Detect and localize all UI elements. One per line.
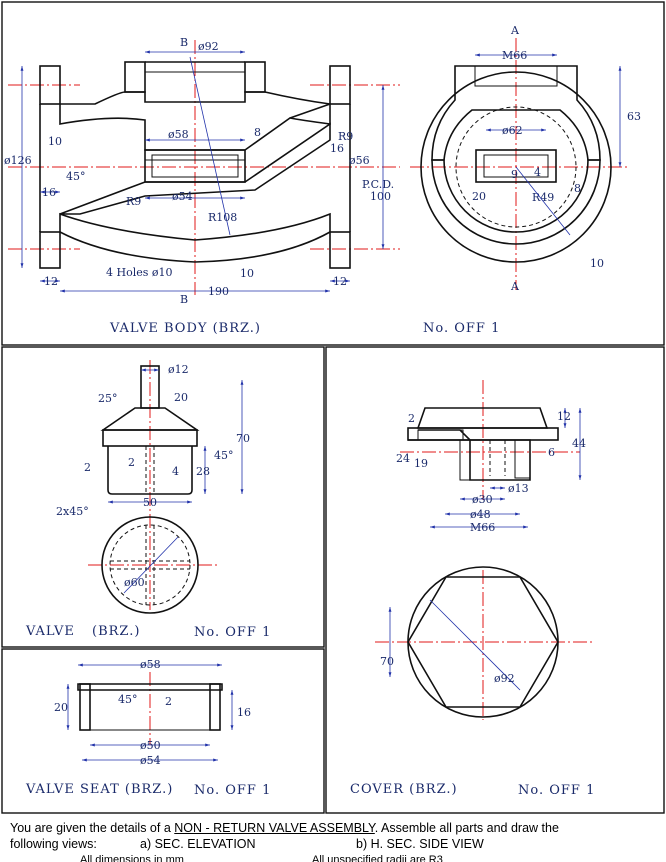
v-dim-chamfer: 2x45° [56, 505, 89, 518]
vb-dim-r9a: R9 [126, 195, 141, 208]
vb-dim-r108: R108 [208, 211, 237, 224]
vs-dim-a45: 45° [118, 693, 138, 706]
c-dim-l12: 12 [557, 410, 571, 423]
vb-dim-d126: ø126 [4, 154, 32, 167]
vb-dim-d56: ø56 [349, 154, 370, 167]
c-dim-d92: ø92 [494, 672, 515, 685]
c-qty: No. OFF 1 [518, 783, 595, 798]
instructions-intro: You are given the details of a [10, 821, 171, 835]
valve-body-elevation: ø92 B ø58 ø54 ø126 45° 10 16 R9 R108 8 R… [4, 36, 400, 336]
c-title: COVER (BRZ.) [350, 782, 458, 797]
instructions-line-1: You are given the details of a NON - RET… [10, 820, 660, 836]
v-dim-d12: ø12 [168, 363, 189, 376]
vb-section-b-bot: B [180, 293, 188, 306]
sv-section-a-bot: A [510, 280, 520, 293]
vb-dim-l10b: 10 [240, 267, 254, 280]
vb-dim-l10a: 10 [48, 135, 62, 148]
vb-dim-a45: 45° [66, 170, 86, 183]
instructions-line-3: All dimensions in mm All unspecified radi… [10, 852, 660, 862]
vb-dim-l190: 190 [208, 285, 229, 298]
sv-dim-d62: ø62 [502, 124, 523, 137]
v-dim-l20: 20 [174, 391, 188, 404]
sv-dim-l20: 20 [472, 190, 486, 203]
sv-dim-l8: 8 [574, 182, 581, 195]
vb-dim-pcd-val: 100 [370, 190, 391, 203]
sv-dim-l63: 63 [627, 110, 641, 123]
vb-dim-r9b: R9 [338, 130, 353, 143]
vs-title: VALVE SEAT (BRZ.) [25, 782, 173, 797]
sv-dim-m66: M66 [502, 49, 527, 62]
vb-dim-holes: 4 Holes ø10 [106, 266, 173, 279]
instructions-task: . Assemble all parts and draw the [374, 821, 559, 835]
vs-dim-d54: ø54 [140, 754, 161, 767]
vb-dim-d58: ø58 [168, 128, 189, 141]
valve-drawing: ø12 25° 20 70 45° 2 2 4 28 50 2x45° ø60 … [25, 360, 271, 640]
note-dimensions: All dimensions in mm [80, 854, 184, 862]
assembly-name: NON - RETURN VALVE ASSEMBLY [174, 821, 375, 835]
sv-section-a-top: A [510, 24, 520, 37]
vb-dim-l16a: 16 [42, 186, 56, 199]
c-dim-m66: M66 [470, 521, 495, 534]
c-dim-l70: 70 [380, 655, 394, 668]
v-title: VALVE [25, 624, 75, 639]
valve-body-side-view: A M66 63 ø62 9 4 8 20 R49 10 A No. OFF 1 [410, 24, 641, 336]
c-dim-d48: ø48 [470, 508, 491, 521]
c-dim-l2: 2 [408, 412, 415, 425]
v-dim-a25: 25° [98, 392, 118, 405]
v-dim-l2a: 2 [84, 461, 91, 474]
sv-dim-l9: 9 [511, 168, 518, 181]
v-dim-a45: 45° [214, 449, 234, 462]
vb-qty: No. OFF 1 [423, 321, 500, 336]
vs-dim-l16: 16 [237, 706, 251, 719]
instructions-line-2: following views: a) SEC. ELEVATION b) H. S… [10, 836, 660, 852]
view-a: a) SEC. ELEVATION [140, 837, 256, 851]
panel-valve-seat [1, 648, 325, 814]
vs-dim-l2: 2 [165, 695, 172, 708]
c-dim-d30: ø30 [472, 493, 493, 506]
vb-dim-l8: 8 [254, 126, 261, 139]
vb-dim-l16b: 16 [330, 142, 344, 155]
note-radii: All unspecified radii are R3 [312, 854, 443, 862]
c-dim-l19: 19 [414, 457, 428, 470]
vb-section-b-top: B [180, 36, 188, 49]
vs-dim-l20: 20 [54, 701, 68, 714]
vb-dim-d92: ø92 [198, 40, 219, 53]
panel-cover [325, 346, 665, 814]
panel-valve [1, 346, 325, 648]
view-b: b) H. SEC. SIDE VIEW [356, 837, 484, 851]
sv-dim-l4: 4 [534, 166, 541, 179]
vb-title: VALVE BODY (BRZ.) [109, 321, 261, 336]
panel-valve-body [1, 1, 665, 346]
sv-dim-r49: R49 [532, 191, 554, 204]
v-dim-l2b: 2 [128, 456, 135, 469]
vb-dim-d54: ø54 [172, 190, 193, 203]
vb-dim-l12b: 12 [333, 275, 347, 288]
vs-qty: No. OFF 1 [194, 783, 271, 798]
valve-seat-drawing: ø58 45° 2 20 16 ø50 ø54 VALVE SEAT (BRZ.… [25, 658, 271, 798]
cover-drawing: 12 44 2 24 19 6 ø13 ø30 ø48 M66 70 ø92 C… [350, 380, 595, 798]
c-dim-d13: ø13 [508, 482, 529, 495]
c-dim-l6: 6 [548, 446, 555, 459]
v-dim-l28: 28 [196, 465, 210, 478]
vb-dim-pcd: P.C.D. [362, 178, 394, 191]
sv-dim-l10: 10 [590, 257, 604, 270]
vb-dim-l12a: 12 [44, 275, 58, 288]
vs-dim-d58: ø58 [140, 658, 161, 671]
v-dim-l50: 50 [143, 496, 157, 509]
vs-dim-d50: ø50 [140, 739, 161, 752]
instructions-views-label: following views: [10, 837, 97, 851]
c-dim-l24: 24 [396, 452, 410, 465]
c-dim-l44: 44 [572, 437, 586, 450]
v-dim-l4: 4 [172, 465, 179, 478]
instructions: You are given the details of a NON - RET… [10, 820, 660, 862]
v-qty: No. OFF 1 [194, 625, 271, 640]
v-dim-l70: 70 [236, 432, 250, 445]
v-material: (BRZ.) [92, 624, 140, 639]
v-dim-d60: ø60 [124, 576, 145, 589]
